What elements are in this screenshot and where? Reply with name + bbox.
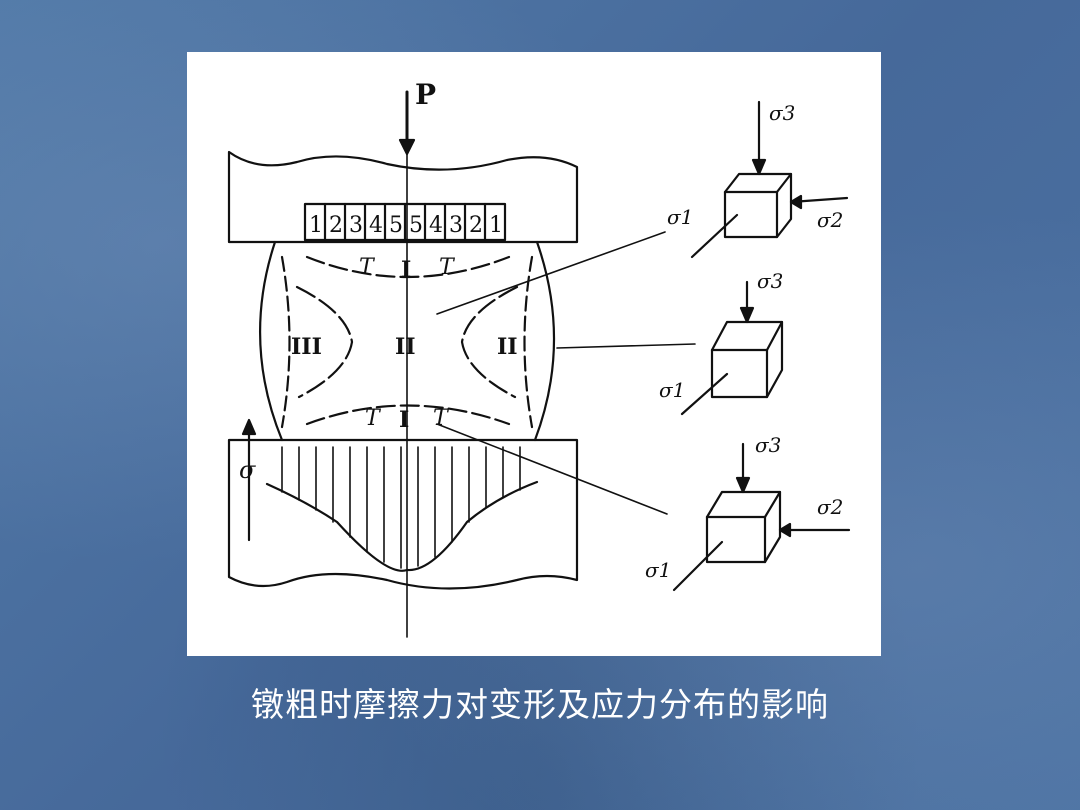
cube-bottom-sigma1: σ1 (645, 558, 671, 582)
zone-label-right: II (497, 334, 518, 360)
contact-number-2: 2 (329, 213, 343, 238)
cube-middle-sigma1: σ1 (659, 378, 685, 402)
zone-label-lower: I (399, 407, 409, 433)
cube-top-sigma1: σ1 (667, 205, 693, 229)
contact-number-1: 1 (309, 213, 323, 238)
contact-number-6: 5 (409, 213, 423, 238)
contact-number-10: 1 (489, 213, 503, 238)
dead-zone-upper (305, 255, 511, 279)
contact-number-8: 3 (449, 213, 463, 238)
zone-label-upper: I (401, 257, 411, 283)
sigma-arrow-icon (241, 418, 257, 436)
contact-number-3: 3 (349, 213, 363, 238)
cube-middle-sigma3: σ3 (757, 269, 783, 293)
contact-number-5: 5 (389, 213, 403, 238)
dead-zone-lower (305, 404, 511, 426)
force-arrow-icon (398, 138, 416, 156)
force-label: P (415, 78, 436, 111)
friction-label-upper-right: T (439, 255, 456, 280)
contact-number-9: 2 (469, 213, 483, 238)
upsetting-diagram: P 1 2 3 4 5 5 4 3 2 1 T I T III II II T … (227, 78, 851, 638)
cube-top-sigma3: σ3 (769, 101, 795, 125)
contact-number-7: 4 (429, 213, 443, 238)
zone-label-center: II (395, 334, 416, 360)
cube-bottom-sigma2: σ2 (817, 495, 843, 519)
zone-label-left: III (291, 334, 322, 360)
stress-cube-bottom (672, 442, 851, 592)
contact-number-4: 4 (369, 213, 383, 238)
stress-label: σ (239, 456, 256, 484)
friction-label-upper-left: T (359, 255, 376, 280)
stress-cube-middle (680, 280, 784, 416)
friction-label-lower-right: T (433, 406, 450, 431)
friction-label-lower-left: T (365, 406, 382, 431)
barrel-left (258, 240, 284, 442)
cube-bottom-sigma3: σ3 (755, 433, 781, 457)
barrel-right (533, 240, 556, 442)
slide-caption: 镦粗时摩擦力对变形及应力分布的影响 (251, 685, 829, 724)
figure-panel: P 1 2 3 4 5 5 4 3 2 1 T I T III II II T … (187, 52, 881, 656)
stress-cube-top (690, 100, 849, 259)
stress-envelope (265, 480, 539, 572)
cube-top-sigma2: σ2 (817, 208, 843, 232)
